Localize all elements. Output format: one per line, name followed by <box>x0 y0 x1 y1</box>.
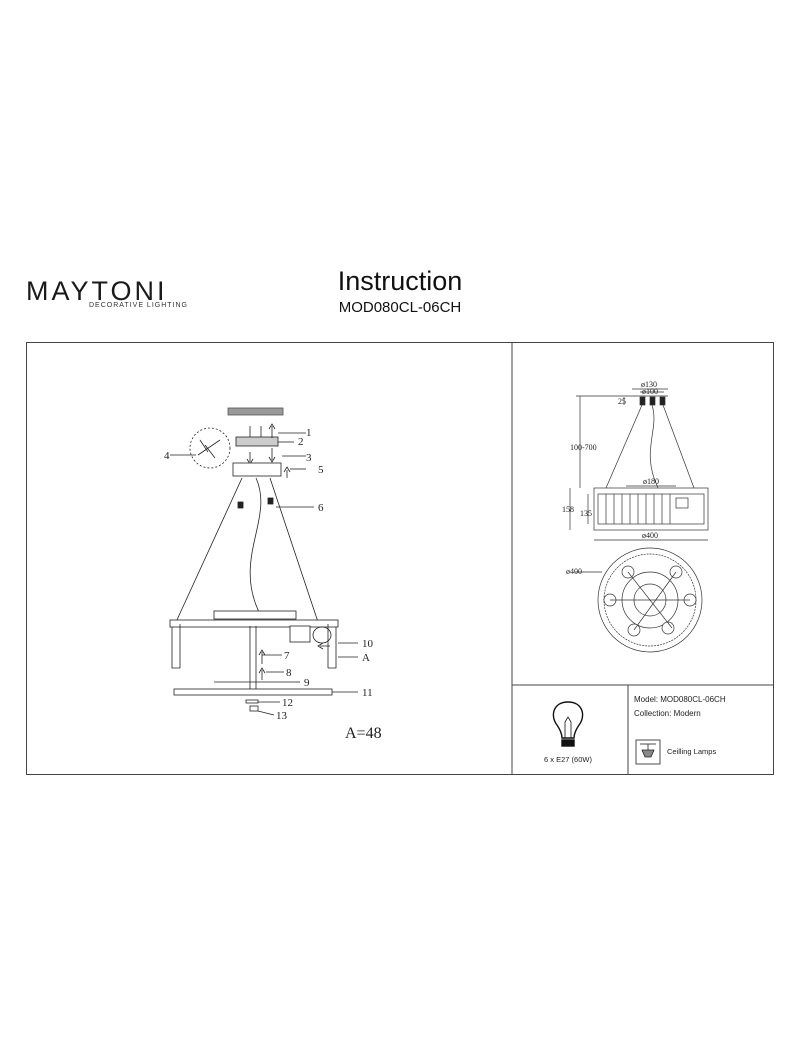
dim-25: 25 <box>618 397 626 406</box>
callout-3: 3 <box>306 452 312 464</box>
callout-4: 4 <box>164 450 170 462</box>
callout-13: 13 <box>276 710 288 722</box>
lamp-ring <box>169 619 339 628</box>
bottom-plate <box>173 688 333 696</box>
bulb-spec: 6 x E27 (60W) <box>544 755 592 764</box>
spec-collection: Collection: Modern <box>634 709 701 718</box>
callout-6: 6 <box>318 502 324 514</box>
callout-7: 7 <box>284 650 290 662</box>
callout-5: 5 <box>318 464 324 476</box>
arrow-up-icon <box>268 423 276 438</box>
callout-11: 11 <box>362 687 373 699</box>
dim-d400-top: ø400 <box>566 567 582 576</box>
dim-135: 135 <box>580 509 592 518</box>
page-title: Instruction <box>337 266 463 296</box>
callout-10: 10 <box>362 638 374 650</box>
callout-8: 8 <box>286 667 292 679</box>
canopy <box>232 462 282 477</box>
dim-158: 158 <box>562 505 574 514</box>
callout-1: 1 <box>306 427 312 439</box>
detail-circle <box>189 427 231 469</box>
dim-d130: ø130 <box>641 380 657 389</box>
dim-height-range: 100-700 <box>570 443 597 452</box>
mounting-bracket <box>235 436 279 447</box>
model-code: MOD080CL-06CH <box>338 299 462 316</box>
spec-model: Model: MOD080CL-06CH <box>634 695 726 704</box>
brand-logo: MAYTONI <box>26 276 168 306</box>
assembly-diagram <box>169 407 358 716</box>
dimension-drawing <box>569 388 709 653</box>
bulb-icon <box>552 701 584 747</box>
callout-2: 2 <box>298 436 304 448</box>
spec-type: Ceilling Lamps <box>667 747 716 756</box>
instruction-frame <box>26 342 774 775</box>
ceiling-lamp-icon <box>635 739 661 765</box>
dim-d180: ø180 <box>643 477 659 486</box>
callout-12: 12 <box>282 697 293 709</box>
dim-d400: ø400 <box>642 531 658 540</box>
assembly-note: A=48 <box>345 725 382 742</box>
callout-9: 9 <box>304 677 310 689</box>
callout-a: A <box>362 652 370 664</box>
dim-d100: ø100 <box>642 387 658 396</box>
brand-tagline: DECORATIVE LIGHTING <box>89 302 188 309</box>
ceiling-surface <box>227 407 284 416</box>
